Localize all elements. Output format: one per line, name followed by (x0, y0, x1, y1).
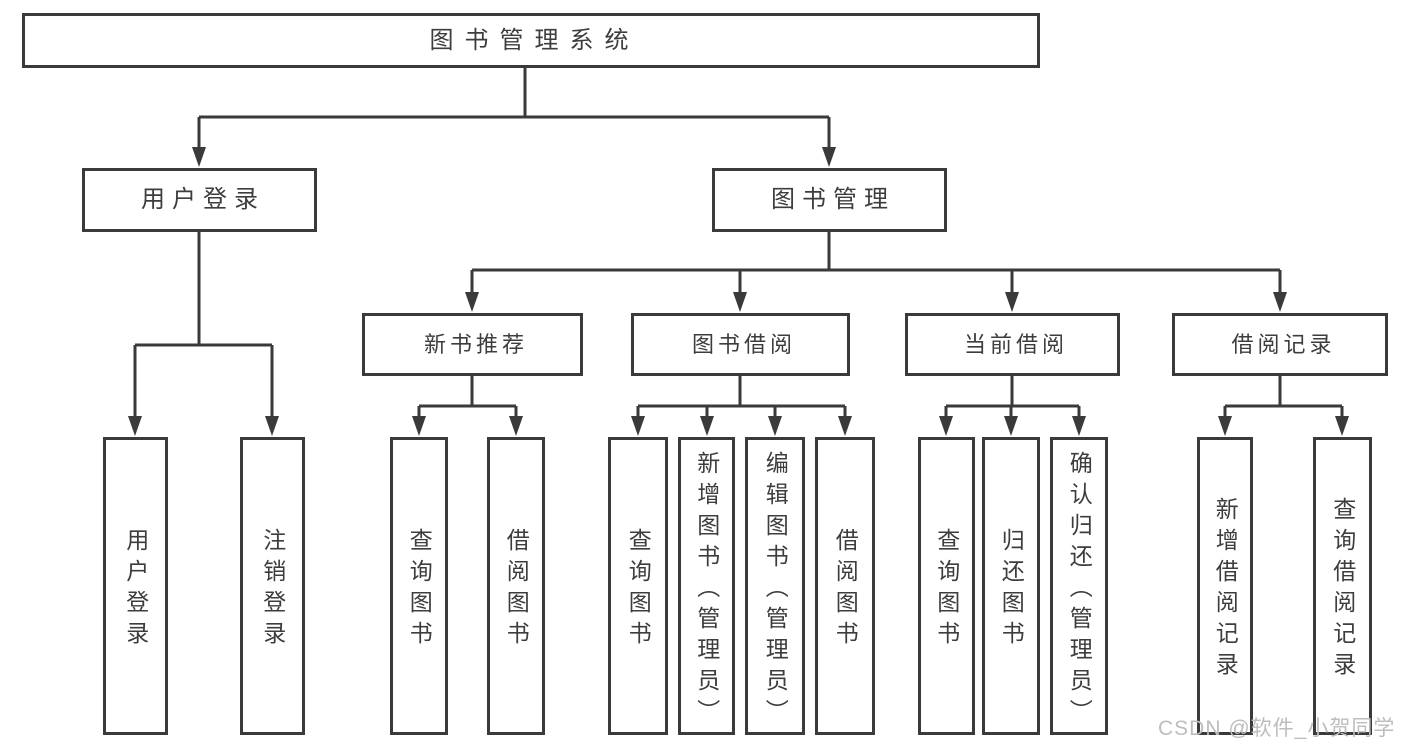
leaf-current-confirm-return-admin: 确认归还（管理员） (1050, 437, 1108, 735)
node-label: 查询图书 (933, 528, 960, 652)
connector-user-login-to-leaves (128, 232, 279, 436)
leaf-records-add-record: 新增借阅记录 (1197, 437, 1253, 735)
node-label: 当前借阅 (963, 331, 1068, 357)
node-label: 查询图书 (406, 528, 433, 652)
connector-borrowing-records-to-leaves (1218, 376, 1349, 436)
node-label: 编辑图书（管理员） (762, 450, 789, 730)
node-root: 图书管理系统 (22, 13, 1040, 68)
leaf-current-return-books: 归还图书 (982, 437, 1040, 735)
node-label: 用户登录 (122, 528, 149, 652)
node-label: 查询借阅记录 (1329, 497, 1356, 683)
leaf-user-login: 用户登录 (103, 437, 168, 735)
node-book-borrowing: 图书借阅 (631, 313, 850, 376)
node-label: 借阅记录 (1231, 331, 1336, 357)
connector-book-borrowing-to-leaves (631, 376, 852, 436)
node-label: 图书管理系统 (429, 26, 640, 54)
connector-new-book-recommend-to-leaves (412, 376, 523, 436)
node-label: 借阅图书 (832, 528, 859, 652)
node-user-login: 用户登录 (82, 168, 317, 232)
node-label: 新书推荐 (423, 331, 528, 357)
node-label: 图书管理 (771, 186, 895, 213)
leaf-borrowing-borrow-books: 借阅图书 (815, 437, 875, 735)
connector-book-management-to-level3 (465, 232, 1287, 312)
leaf-borrowing-edit-books-admin: 编辑图书（管理员） (745, 437, 805, 735)
leaf-borrowing-add-books-admin: 新增图书（管理员） (678, 437, 735, 735)
node-label: 查询图书 (625, 528, 652, 652)
leaf-newbooks-query-books: 查询图书 (390, 437, 448, 735)
node-label: 用户登录 (141, 186, 265, 213)
leaf-newbooks-borrow-books: 借阅图书 (487, 437, 545, 735)
node-label: 新增图书（管理员） (693, 450, 720, 730)
leaf-current-query-books: 查询图书 (918, 437, 975, 735)
node-current-borrowing: 当前借阅 (905, 313, 1120, 376)
node-label: 注销登录 (259, 528, 286, 652)
leaf-records-query-record: 查询借阅记录 (1313, 437, 1372, 735)
node-label: 图书借阅 (691, 331, 796, 357)
node-label: 确认归还（管理员） (1066, 450, 1093, 730)
leaf-logout: 注销登录 (240, 437, 305, 735)
watermark: CSDN @软件_小贺同学 (1158, 717, 1396, 740)
connector-root-to-level2 (192, 68, 836, 167)
leaf-borrowing-query-books: 查询图书 (608, 437, 668, 735)
node-label: 归还图书 (998, 528, 1025, 652)
node-label: 新增借阅记录 (1212, 497, 1239, 683)
node-label: 借阅图书 (503, 528, 530, 652)
node-new-book-recommend: 新书推荐 (362, 313, 583, 376)
node-book-management: 图书管理 (712, 168, 947, 232)
node-borrowing-records: 借阅记录 (1172, 313, 1388, 376)
connector-current-borrowing-to-leaves (939, 376, 1086, 436)
